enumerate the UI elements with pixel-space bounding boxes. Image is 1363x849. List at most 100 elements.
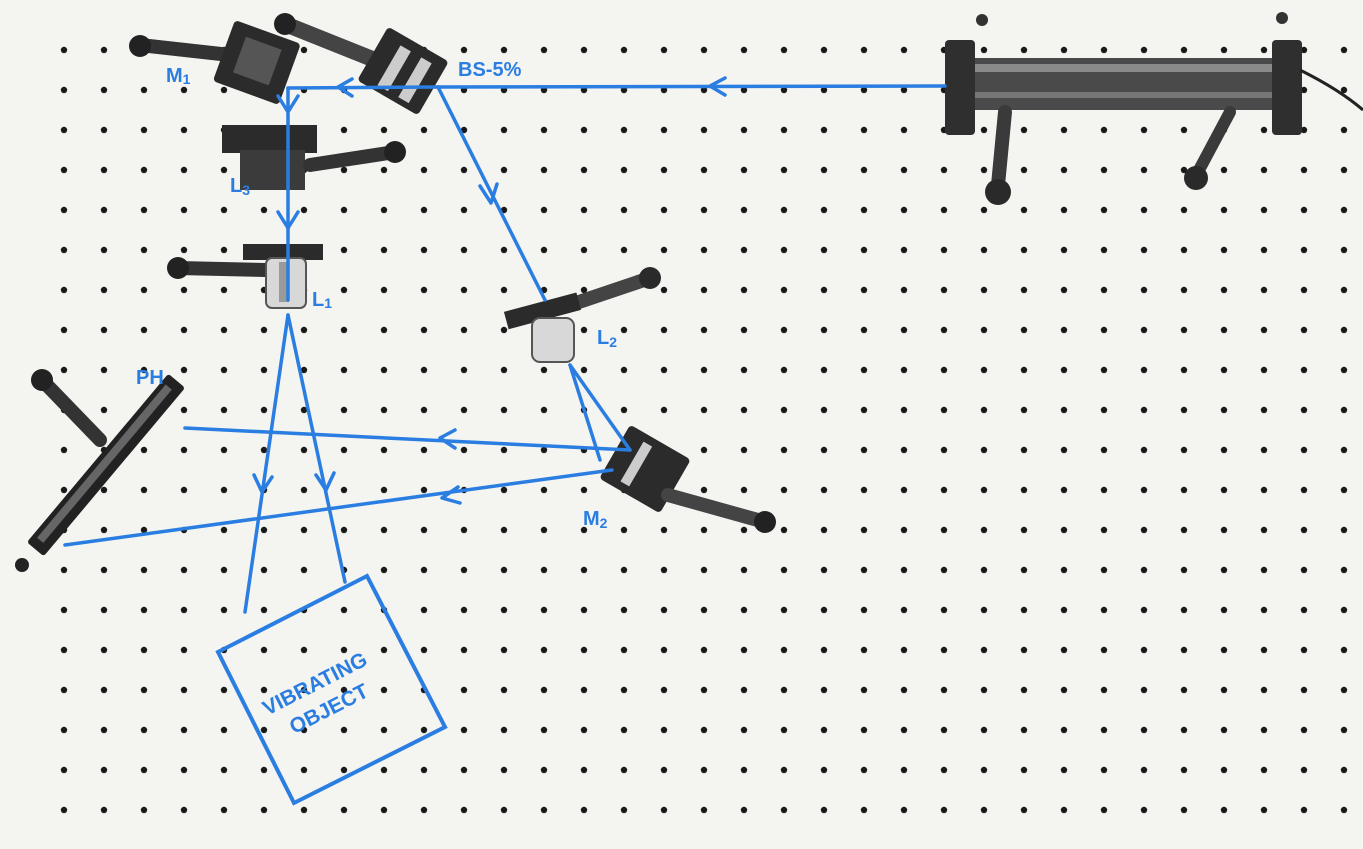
peg-hole — [860, 286, 868, 294]
peg-hole — [780, 686, 788, 694]
peg-hole — [980, 166, 988, 174]
peg-hole — [1300, 566, 1308, 574]
peg-hole — [620, 726, 628, 734]
peg-hole — [460, 606, 468, 614]
peg-hole — [1140, 606, 1148, 614]
peg-hole — [460, 686, 468, 694]
peg-hole — [420, 766, 428, 774]
peg-hole — [1220, 46, 1228, 54]
peg-hole — [340, 526, 348, 534]
peg-hole — [1140, 526, 1148, 534]
peg-hole — [540, 486, 548, 494]
peg-hole — [1260, 566, 1268, 574]
peg-hole — [820, 286, 828, 294]
peg-hole — [60, 486, 68, 494]
peg-hole — [980, 606, 988, 614]
peg-hole — [300, 486, 308, 494]
peg-hole — [100, 86, 108, 94]
peg-hole — [1260, 166, 1268, 174]
peg-hole — [660, 326, 668, 334]
peg-hole — [580, 126, 588, 134]
peg-hole — [1340, 526, 1348, 534]
peg-hole — [260, 206, 268, 214]
peg-hole — [1100, 126, 1108, 134]
peg-hole — [60, 126, 68, 134]
lens-l1-mount — [167, 244, 323, 309]
peg-hole — [1140, 686, 1148, 694]
peg-hole — [340, 126, 348, 134]
peg-hole — [1260, 326, 1268, 334]
peg-hole — [540, 406, 548, 414]
peg-hole — [140, 526, 148, 534]
pegboard-holes — [60, 46, 1348, 814]
peg-hole — [740, 126, 748, 134]
peg-hole — [860, 46, 868, 54]
peg-hole — [1180, 286, 1188, 294]
peg-hole — [980, 286, 988, 294]
peg-hole — [300, 806, 308, 814]
peg-hole — [980, 406, 988, 414]
peg-hole — [1020, 726, 1028, 734]
peg-hole — [100, 566, 108, 574]
peg-hole — [1300, 86, 1308, 94]
peg-hole — [300, 726, 308, 734]
peg-hole — [900, 726, 908, 734]
peg-hole — [900, 166, 908, 174]
peg-hole — [1220, 526, 1228, 534]
peg-hole — [1140, 166, 1148, 174]
peg-hole — [940, 286, 948, 294]
peg-hole — [260, 686, 268, 694]
peg-hole — [100, 726, 108, 734]
peg-hole — [1140, 206, 1148, 214]
peg-hole — [900, 446, 908, 454]
peg-hole — [700, 286, 708, 294]
component-labels: M1 BS-5% L3 L1 L2 PH M2 — [136, 59, 617, 531]
peg-hole — [860, 206, 868, 214]
peg-hole — [140, 686, 148, 694]
label-m1: M1 — [166, 65, 191, 87]
peg-hole — [700, 446, 708, 454]
peg-hole — [1300, 446, 1308, 454]
peg-hole — [1260, 126, 1268, 134]
peg-hole — [700, 646, 708, 654]
lens-l2-mount — [503, 267, 661, 363]
peg-hole — [580, 526, 588, 534]
peg-hole — [700, 766, 708, 774]
peg-hole — [460, 766, 468, 774]
peg-hole — [1300, 166, 1308, 174]
peg-hole — [420, 246, 428, 254]
peg-hole — [1260, 286, 1268, 294]
peg-hole — [980, 806, 988, 814]
peg-hole — [300, 406, 308, 414]
peg-hole — [980, 206, 988, 214]
peg-hole — [220, 166, 228, 174]
peg-hole — [620, 246, 628, 254]
peg-hole — [820, 566, 828, 574]
peg-hole — [260, 406, 268, 414]
peg-hole — [980, 326, 988, 334]
peg-hole — [140, 206, 148, 214]
peg-hole — [1020, 486, 1028, 494]
peg-hole — [380, 766, 388, 774]
peg-hole — [1340, 86, 1348, 94]
peg-hole — [940, 526, 948, 534]
peg-hole — [380, 246, 388, 254]
peg-hole — [740, 326, 748, 334]
peg-hole — [860, 646, 868, 654]
peg-hole — [1220, 486, 1228, 494]
peg-hole — [1060, 126, 1068, 134]
peg-hole — [300, 646, 308, 654]
peg-hole — [60, 686, 68, 694]
peg-hole — [460, 566, 468, 574]
peg-hole — [340, 646, 348, 654]
peg-hole — [180, 566, 188, 574]
peg-hole — [700, 206, 708, 214]
peg-hole — [1020, 606, 1028, 614]
peg-hole — [820, 686, 828, 694]
peg-hole — [60, 86, 68, 94]
peg-hole — [1060, 726, 1068, 734]
peg-hole — [700, 46, 708, 54]
peg-hole — [60, 566, 68, 574]
peg-hole — [980, 46, 988, 54]
peg-hole — [1260, 726, 1268, 734]
